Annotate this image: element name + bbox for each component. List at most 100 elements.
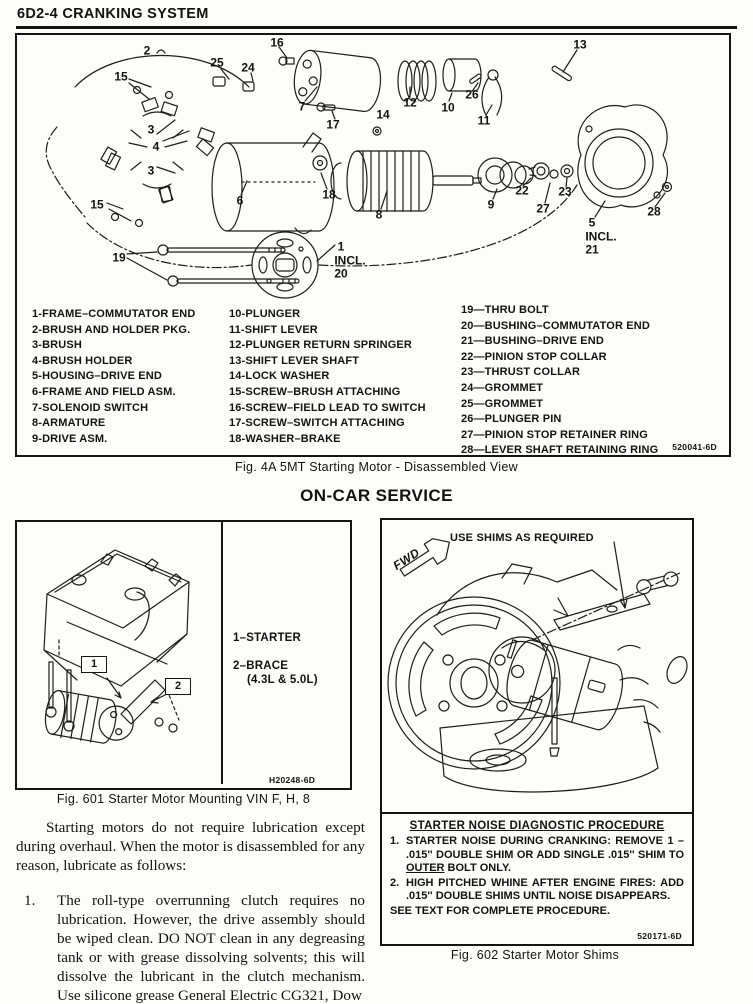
legend-item: 18-WASHER–BRAKE — [229, 432, 341, 445]
part-callout: 17 — [326, 117, 340, 132]
part-callout: 15 — [90, 197, 104, 212]
legend-item: 5-HOUSING–DRIVE END — [32, 370, 162, 383]
part-callout: 4 — [152, 139, 160, 154]
fig-602-caption: Fig. 602 Starter Motor Shims — [450, 948, 620, 962]
legend-item: 24—GROMMET — [461, 381, 544, 394]
fig-601-label-brace-engines: (4.3L & 5.0L) — [247, 674, 318, 686]
fig-601-divider — [221, 522, 223, 784]
part-callout: 7 — [298, 99, 306, 114]
part-callout: 19 — [112, 250, 126, 265]
body-paragraph: Starting motors do not require lubricati… — [16, 819, 365, 874]
legend-item: 27—PINION STOP RETAINER RING — [461, 428, 648, 441]
part-callout: 14 — [376, 107, 390, 122]
section-heading: ON-CAR SERVICE — [300, 486, 453, 505]
diagnostic-procedure: STARTER NOISE DIAGNOSTIC PROCEDURE 1. ST… — [390, 820, 684, 919]
legend-item: 13-SHIFT LEVER SHAFT — [229, 354, 360, 367]
part-callout: 26 — [465, 87, 479, 102]
legend-item: 2-BRUSH AND HOLDER PKG. — [32, 323, 191, 336]
fig-601-label-brace: 2–BRACE — [233, 660, 289, 672]
fig-4a-code: 520041-6D — [672, 442, 717, 452]
procedure-item-2-text: HIGH PITCHED WHINE AFTER ENGINE FIRES: A… — [406, 876, 684, 903]
legend-item: 14-LOCK WASHER — [229, 370, 330, 383]
procedure-item-1: 1. STARTER NOISE DURING CRANKING: REMOVE… — [390, 835, 684, 876]
fig-601-callout-1: 1 — [81, 656, 107, 673]
part-callout: 6 — [236, 193, 244, 208]
fig-4a-caption: Fig. 4A 5MT Starting Motor - Disassemble… — [235, 460, 518, 474]
part-callout: 9 — [487, 197, 495, 212]
fig-601-callout-2: 2 — [165, 678, 191, 695]
legend-item: 8-ARMATURE — [32, 417, 106, 430]
part-callout: 3 — [147, 163, 155, 178]
part-callout: 10 — [441, 100, 455, 115]
starter-mounting-drawing — [43, 549, 190, 744]
part-callout: 11 — [477, 113, 491, 128]
part-callout: 24 — [241, 60, 255, 75]
part-callout: 15 — [114, 69, 128, 84]
page-header: 6D2-4 CRANKING SYSTEM — [17, 6, 209, 22]
legend-item: 4-BRUSH HOLDER — [32, 354, 133, 367]
procedure-title: STARTER NOISE DIAGNOSTIC PROCEDURE — [409, 820, 665, 832]
procedure-item-1-pre: STARTER NOISE DURING CRANKING: REMOVE 1 … — [406, 835, 684, 861]
part-callout: 18 — [322, 187, 336, 202]
procedure-item-1-text: STARTER NOISE DURING CRANKING: REMOVE 1 … — [406, 835, 684, 876]
part-callout: INCL. 21 — [585, 229, 617, 256]
part-callout: 27 — [536, 201, 550, 216]
body-list-number: 1. — [24, 892, 36, 909]
procedure-item-1-post: BOLT ONLY. — [444, 862, 512, 875]
legend-item: 15-SCREW–BRUSH ATTACHING — [229, 385, 401, 398]
exploded-view-drawing — [45, 46, 673, 299]
part-callout: 23 — [558, 184, 572, 199]
legend-item: 6-FRAME AND FIELD ASM. — [32, 385, 176, 398]
fig-601-code: H20248-6D — [269, 775, 316, 785]
legend-item: 21—BUSHING–DRIVE END — [461, 335, 604, 348]
procedure-item-2: 2. HIGH PITCHED WHINE AFTER ENGINE FIRES… — [390, 877, 684, 904]
starter-shims-drawing — [387, 538, 688, 793]
body-list-text: The roll-type overrunning clutch require… — [57, 892, 365, 1004]
legend-item: 19—THRU BOLT — [461, 304, 549, 316]
legend-item: 26—PLUNGER PIN — [461, 413, 562, 426]
part-callout: 25 — [210, 55, 224, 70]
legend-item: 23—THRUST COLLAR — [461, 366, 581, 379]
use-shims-note: USE SHIMS AS REQUIRED — [450, 532, 594, 544]
legend-item: 25—GROMMET — [461, 397, 544, 410]
procedure-item-1-underlined: OUTER — [406, 862, 445, 875]
legend-item: 10-PLUNGER — [229, 308, 301, 320]
part-callout: INCL. 20 — [334, 253, 366, 280]
legend-item: 28—LEVER SHAFT RETAINING RING — [461, 444, 659, 457]
part-callout: 2 — [143, 43, 151, 58]
legend-item: 9-DRIVE ASM. — [32, 432, 108, 445]
part-callout: 12 — [403, 95, 417, 110]
legend-item: 22—PINION STOP COLLAR — [461, 350, 607, 363]
fig-602-box: FWD USE SHIMS AS REQUIRED STARTER NOISE … — [380, 518, 694, 946]
part-callout: 16 — [270, 35, 284, 50]
legend-item: 7-SOLENOID SWITCH — [32, 401, 149, 414]
legend-item: 11-SHIFT LEVER — [229, 323, 318, 336]
fig-601-caption: Fig. 601 Starter Motor Mounting VIN F, H… — [56, 792, 311, 806]
header-rule — [16, 26, 737, 29]
legend-item: 3-BRUSH — [32, 339, 82, 352]
legend-item: 20—BUSHING–COMMUTATOR END — [461, 319, 650, 332]
fig-601-box: 1 2 1–STARTER 2–BRACE (4.3L & 5.0L) H202… — [15, 520, 352, 790]
part-callout: 8 — [375, 207, 383, 222]
fig-601-label-starter: 1–STARTER — [233, 632, 302, 644]
procedure-item-1-number: 1. — [390, 835, 400, 847]
part-callout: 22 — [515, 183, 529, 198]
part-callout: 28 — [647, 204, 661, 219]
fig-602-code: 520171-6D — [637, 931, 682, 941]
legend-item: 17-SCREW–SWITCH ATTACHING — [229, 417, 405, 430]
body-text: Starting motors do not require lubricati… — [16, 818, 365, 1004]
procedure-item-2-number: 2. — [390, 876, 400, 889]
parts-legend-col3: 19—THRU BOLT 20—BUSHING–COMMUTATOR END 21—… — [461, 303, 658, 459]
part-callout: 5 — [588, 215, 596, 230]
legend-item: 16-SCREW–FIELD LEAD TO SWITCH — [229, 401, 426, 414]
part-callout: 1 — [337, 239, 345, 254]
part-callout: 13 — [573, 37, 587, 52]
procedure-footer: SEE TEXT FOR COMPLETE PROCEDURE. — [390, 904, 611, 917]
body-list-item: 1. The roll-type overrunning clutch requ… — [16, 891, 365, 1004]
fig-602-divider — [382, 812, 692, 814]
